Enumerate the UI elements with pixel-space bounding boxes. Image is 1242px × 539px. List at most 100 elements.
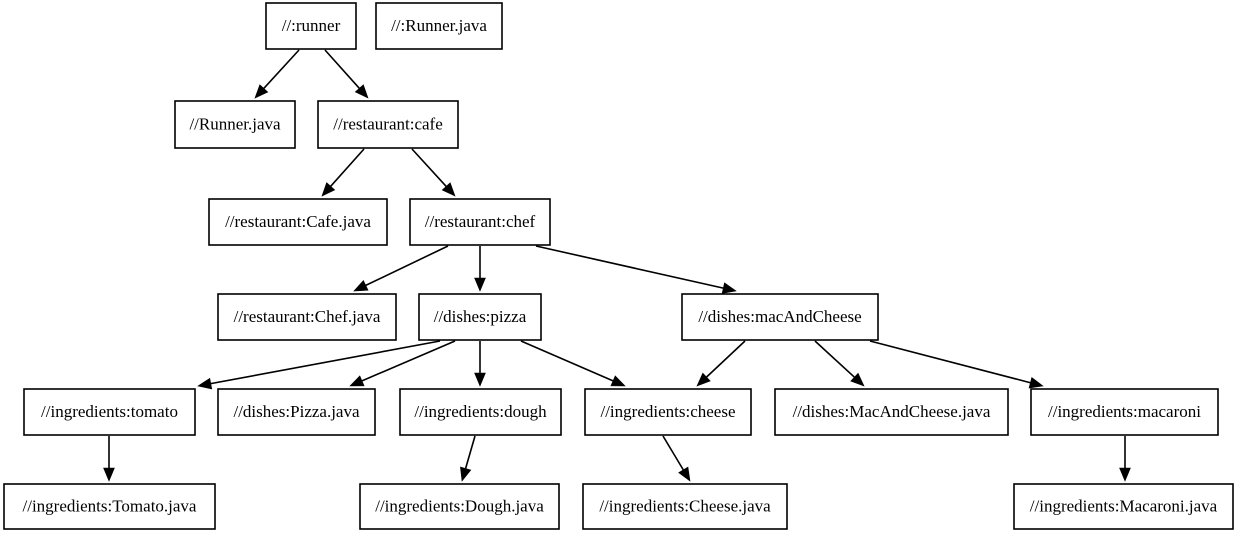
node-box[interactable] [174, 100, 296, 149]
node-box[interactable] [217, 293, 397, 341]
graph-node-cheese_java[interactable]: //ingredients:Cheese.java [582, 483, 788, 530]
node-box[interactable] [317, 100, 459, 149]
graph-node-dishes_mac[interactable]: //dishes:macAndCheese [681, 293, 879, 341]
edge-line [361, 340, 456, 382]
node-box[interactable] [375, 2, 503, 50]
node-label: //restaurant:Cafe.java [225, 212, 371, 231]
node-box[interactable] [1030, 388, 1219, 436]
graph-node-ing_dough[interactable]: //ingredients:dough [399, 388, 562, 436]
graph-edge [869, 340, 1044, 389]
graph-edge [474, 341, 486, 387]
edge-line [210, 340, 441, 385]
graph-node-ing_macaroni[interactable]: //ingredients:macaroni [1030, 388, 1219, 436]
node-label: //ingredients:Macaroni.java [1030, 496, 1218, 515]
edge-line [662, 435, 684, 471]
graph-edge [411, 148, 456, 197]
edge-arrowhead-icon [1119, 467, 1131, 482]
node-label: //ingredients:tomato [41, 402, 178, 421]
node-box[interactable] [409, 198, 551, 246]
edges-layer [103, 49, 1131, 482]
graph-edge [321, 148, 365, 197]
node-label: //dishes:MacAndCheese.java [793, 402, 991, 421]
graph-edge [520, 340, 626, 387]
edge-arrowhead-icon [441, 182, 456, 197]
graph-node-restaurant_chef[interactable]: //restaurant:chef [409, 198, 551, 246]
graph-node-runner_java[interactable]: //Runner.java [174, 100, 296, 149]
node-box[interactable] [3, 483, 216, 530]
graph-node-pizza_java[interactable]: //dishes:Pizza.java [217, 388, 376, 436]
graph-node-dough_java[interactable]: //ingredients:Dough.java [359, 483, 560, 530]
node-box[interactable] [774, 388, 1009, 436]
node-box[interactable] [265, 2, 357, 50]
edge-line [535, 245, 724, 289]
node-label: //Runner.java [189, 114, 281, 133]
graph-edge [103, 436, 115, 482]
graph-node-ing_cheese[interactable]: //ingredients:cheese [584, 388, 752, 436]
edge-line [411, 148, 447, 187]
edge-line [330, 148, 365, 187]
node-label: //dishes:Pizza.java [233, 402, 360, 421]
edge-arrowhead-icon [103, 467, 115, 482]
graph-node-chef_java[interactable]: //restaurant:Chef.java [217, 293, 397, 341]
edge-arrowhead-icon [696, 372, 711, 387]
node-box[interactable] [359, 483, 560, 530]
graph-edge [353, 245, 449, 292]
graph-node-mac_java[interactable]: //dishes:MacAndCheese.java [774, 388, 1009, 436]
graph-node-runner_java_root[interactable]: //:Runner.java [375, 2, 503, 50]
edge-arrowhead-icon [321, 182, 336, 197]
edge-arrowhead-icon [678, 466, 691, 482]
node-label: //restaurant:chef [425, 212, 536, 231]
edge-arrowhead-icon [850, 372, 865, 387]
edge-arrowhead-icon [354, 84, 369, 99]
graph-node-tomato_java[interactable]: //ingredients:Tomato.java [3, 483, 216, 530]
node-box[interactable] [217, 388, 376, 436]
node-label: //:Runner.java [391, 16, 487, 35]
edge-line [814, 340, 855, 378]
edge-arrowhead-icon [254, 84, 269, 99]
edge-arrowhead-icon [197, 377, 213, 390]
node-box[interactable] [584, 388, 752, 436]
edge-arrowhead-icon [349, 375, 365, 387]
node-box[interactable] [418, 293, 542, 341]
graph-edge [474, 246, 486, 292]
node-label: //ingredients:Dough.java [375, 496, 544, 515]
graph-node-ing_tomato[interactable]: //ingredients:tomato [23, 388, 196, 436]
edge-line [869, 340, 1031, 384]
node-box[interactable] [23, 388, 196, 436]
graph-edge [535, 245, 737, 294]
edge-arrowhead-icon [460, 466, 472, 482]
edge-arrowhead-icon [721, 282, 737, 294]
graph-edge [1119, 436, 1131, 482]
node-box[interactable] [208, 198, 388, 246]
nodes-layer: //:runner //:Runner.java //Runner.java //re… [3, 2, 1234, 530]
node-label: //:runner [282, 16, 341, 35]
edge-line [464, 435, 476, 469]
edge-line [520, 340, 614, 382]
edge-arrowhead-icon [353, 279, 369, 292]
graph-node-runner[interactable]: //:runner [265, 2, 357, 50]
node-box[interactable] [399, 388, 562, 436]
node-box[interactable] [681, 293, 879, 341]
node-label: //ingredients:Tomato.java [23, 496, 197, 515]
graph-edge [696, 340, 746, 387]
node-box[interactable] [1013, 483, 1234, 530]
graph-node-restaurant_cafe[interactable]: //restaurant:cafe [317, 100, 459, 149]
edge-line [263, 49, 300, 89]
node-box[interactable] [582, 483, 788, 530]
edge-line [324, 49, 360, 89]
graph-node-cafe_java[interactable]: //restaurant:Cafe.java [208, 198, 388, 246]
graph-edge [254, 49, 300, 99]
graph-node-macaroni_java[interactable]: //ingredients:Macaroni.java [1013, 483, 1234, 530]
node-label: //dishes:macAndCheese [698, 307, 861, 326]
graph-edge [349, 340, 456, 387]
graph-edge [814, 340, 865, 387]
node-label: //ingredients:macaroni [1048, 402, 1201, 421]
node-label: //restaurant:Chef.java [234, 307, 381, 326]
node-label: //ingredients:cheese [600, 402, 735, 421]
graph-edge [662, 435, 691, 482]
graph-node-dishes_pizza[interactable]: //dishes:pizza [418, 293, 542, 341]
node-label: //dishes:pizza [434, 307, 527, 326]
edge-line [365, 245, 449, 287]
